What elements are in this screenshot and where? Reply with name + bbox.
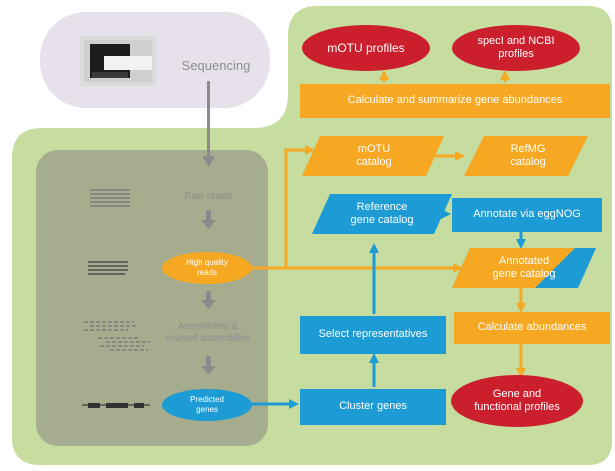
annotated-catalog-label: Annotated gene catalog — [492, 254, 556, 280]
cluster-genes-box — [300, 389, 446, 425]
annotated-catalog-orange-overlay — [452, 248, 575, 288]
gene-functional-profiles-node — [451, 375, 583, 427]
motu-profiles-node — [302, 25, 430, 71]
motu-catalog-node — [302, 136, 444, 176]
speci-ncbi-profiles-node — [452, 25, 580, 71]
sequencing-label: Sequencing — [181, 58, 251, 74]
orange-connectors — [250, 70, 526, 378]
reference-catalog-node — [312, 194, 452, 234]
high-quality-reads-node — [162, 252, 252, 284]
annotate-eggnog-box — [452, 198, 602, 232]
select-representatives-box — [300, 316, 446, 354]
annotate-eggnog-label: Annotate via eggNOG — [473, 208, 581, 221]
motu-catalog-label: mOTU catalog — [356, 142, 392, 168]
speci-ncbi-profiles-label: specI and NCBI profiles — [477, 34, 555, 60]
select-representatives-label: Select representatives — [318, 328, 428, 341]
raw-reads-glyph — [90, 189, 130, 207]
predicted-genes-node — [162, 389, 252, 421]
predicted-genes-label: Predicted genes — [190, 395, 224, 414]
high-quality-reads-label: High quality reads — [186, 258, 228, 277]
assemblies-label: Assemblies & revised assemblies — [165, 321, 251, 344]
grey-flow-arrows — [201, 81, 216, 375]
cluster-genes-label: Cluster genes — [339, 400, 407, 413]
high-quality-reads-glyph — [88, 261, 128, 275]
gene-functional-profiles-label: Gene and functional profiles — [474, 387, 560, 413]
calculate-abundances-label: Calculate abundances — [477, 321, 587, 334]
blue-connectors — [248, 209, 526, 409]
sequencer-machine-icon — [80, 36, 156, 86]
refmg-catalog-label: RefMG catalog — [510, 142, 546, 168]
refmg-catalog-node — [464, 136, 588, 176]
calc-summarize-label: Calculate and summarize gene abundances — [347, 94, 563, 107]
assemblies-glyph — [84, 321, 150, 351]
motu-profiles-label: mOTU profiles — [327, 40, 405, 55]
predicted-genes-glyph — [82, 403, 150, 408]
reference-catalog-label: Reference gene catalog — [350, 200, 414, 226]
calc-summarize-box — [300, 84, 610, 118]
raw-reads-label: Raw reads — [184, 191, 232, 202]
calculate-abundances-box — [454, 312, 610, 344]
